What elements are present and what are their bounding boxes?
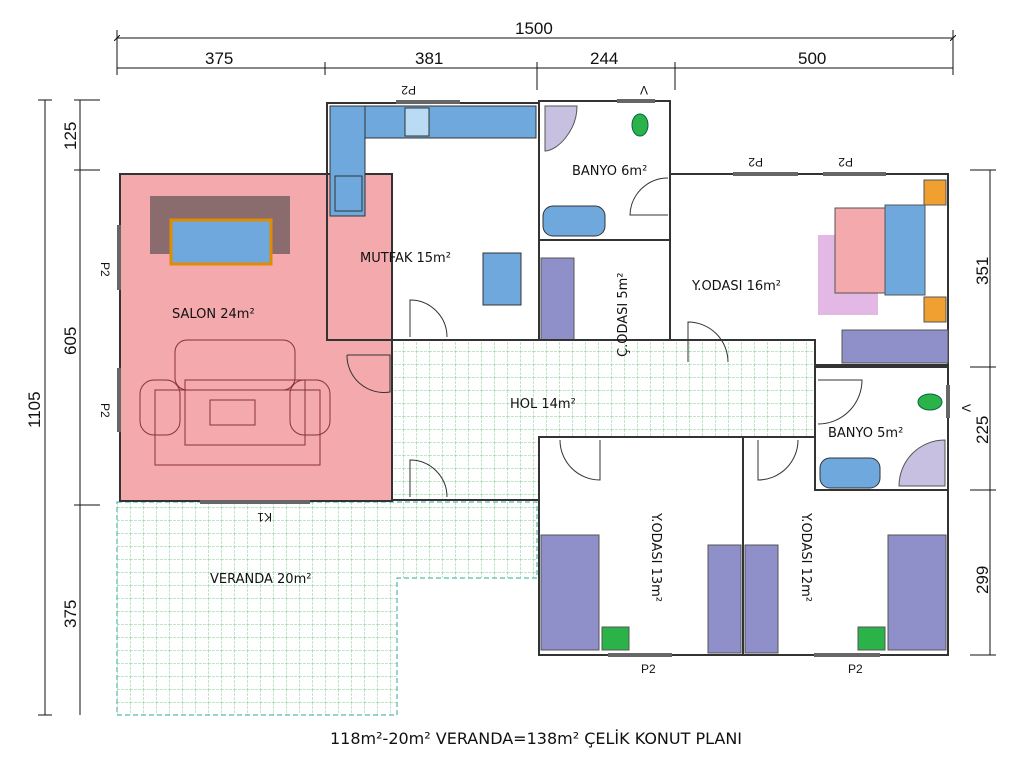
stove-icon (334, 175, 363, 212)
dim-top: 381 (415, 49, 443, 68)
window-label: P2 (98, 262, 112, 277)
room-label-hol: HOL 14m² (510, 397, 576, 412)
room-label-yodasi-13: Y.ODASI 13m² (648, 512, 663, 602)
shower-icon (898, 439, 946, 487)
dim-top: 375 (205, 49, 233, 68)
dining-table (150, 196, 290, 266)
dim-right: 299 (973, 566, 992, 594)
room-label-salon: SALON 24m² (172, 307, 255, 322)
shower-icon (544, 105, 578, 152)
room-label-mutfak: MUTFAK 15m² (360, 251, 451, 266)
vent-label: V (959, 404, 973, 412)
living-sofa-set (139, 339, 331, 466)
toilet-icon (917, 393, 943, 411)
window-label: P2 (98, 403, 112, 418)
vent-label: V (640, 83, 648, 97)
window-label: P2 (838, 155, 853, 169)
wardrobe (841, 329, 949, 364)
room-label-banyo-6: BANYO 6m² (572, 164, 647, 179)
veranda (116, 501, 538, 716)
washbasin-icon (542, 205, 606, 237)
bed-icon (540, 534, 600, 651)
room-label-veranda: VERANDA 20m² (210, 572, 311, 587)
dim-right: 351 (973, 257, 992, 285)
room-label-yodasi-12: Y.ODASI 12m² (798, 512, 813, 602)
dim-left: 375 (61, 600, 80, 628)
dim-top: 244 (590, 49, 618, 68)
dim-total-width: 1500 (515, 19, 553, 38)
washbasin-icon (819, 457, 881, 489)
doors (346, 177, 863, 498)
dim-total-height: 1105 (25, 391, 44, 428)
window-label: P2 (401, 83, 416, 97)
dim-left: 125 (61, 122, 80, 150)
bed-icon (887, 534, 947, 651)
dim-left: 605 (61, 327, 80, 355)
toilet-icon (631, 113, 649, 137)
dim-right: 225 (973, 416, 992, 444)
window-label: P2 (641, 662, 656, 676)
dimension-lines (38, 30, 996, 716)
room-label-cocuk: Ç.ODASI 5m² (616, 273, 631, 357)
wardrobe (744, 544, 779, 654)
wardrobe (707, 544, 742, 654)
room-label-yodasi-16: Y.ODASI 16m² (691, 279, 781, 294)
plan-title: 118m²-20m² VERANDA=138m² ÇELİK KONUT PLA… (330, 729, 742, 748)
sink-icon (404, 107, 430, 137)
window-label: P2 (848, 662, 863, 676)
window-label: P2 (748, 155, 763, 169)
bedroom-12 (742, 436, 949, 656)
windows (117, 99, 950, 657)
dim-top: 500 (798, 49, 826, 68)
room-label-banyo-5: BANYO 5m² (828, 426, 903, 441)
kitchen-table (482, 252, 522, 306)
hall (391, 339, 816, 501)
door-label: K1 (257, 510, 272, 524)
